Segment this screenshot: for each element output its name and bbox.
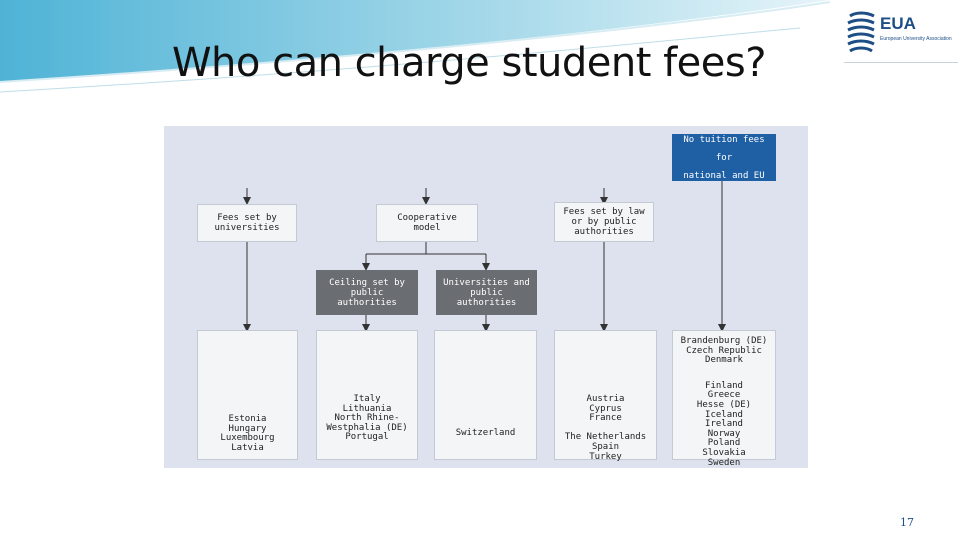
country-name: Slovakia	[702, 447, 746, 458]
country-name: Portugal	[345, 432, 389, 443]
cooperative-model-box: Cooperative model	[376, 204, 478, 242]
country-name: Iceland	[705, 409, 743, 420]
logo-divider	[844, 62, 958, 63]
country-name: Latvia	[231, 442, 264, 453]
column-joint-countries: Switzerland	[434, 330, 537, 460]
slide-title: Who can charge student fees?	[172, 40, 766, 86]
diagram-connectors	[243, 181, 726, 332]
country-name: Westphalia (DE)	[326, 422, 408, 433]
logo-subtitle: European University Association	[880, 36, 952, 42]
country-name: Brandenburg (DE)	[680, 336, 768, 346]
fees-set-by-universities-label: Fees set by universities	[214, 213, 280, 233]
country-name: Cyprus	[589, 403, 622, 414]
header-swoosh	[0, 0, 831, 93]
country-name: Finland	[705, 380, 743, 391]
country-name: North Rhine-	[334, 413, 400, 424]
country-name: Sweden	[707, 457, 741, 468]
country-name: Greece	[707, 390, 741, 401]
country-name: Estonia	[228, 414, 267, 424]
universities-and-authorities-label: Universities and public authorities	[443, 277, 530, 308]
eua-emblem-icon	[847, 11, 875, 53]
country-name: Hungary	[228, 423, 267, 434]
country-name: Lithuania	[342, 403, 392, 414]
country-name: Austria	[586, 394, 625, 404]
country-name: Turkey	[589, 451, 622, 462]
country-name: Hesse (DE)	[696, 399, 752, 410]
country-name: Poland	[707, 438, 741, 449]
country-name: France	[589, 413, 622, 424]
country-name: Denmark	[705, 355, 743, 366]
no-tuition-line2: national and EU	[683, 170, 765, 181]
eua-logo: EUA European University Association	[842, 6, 960, 66]
logo-name: EUA	[880, 14, 916, 33]
country-name: Norway	[707, 428, 741, 439]
ceiling-by-authorities-box: Ceiling set by public authorities	[316, 270, 418, 315]
cooperative-model-label: Cooperative model	[397, 213, 457, 233]
country-name: Czech Republic	[686, 345, 762, 356]
fees-set-by-universities-box: Fees set by universities	[197, 204, 297, 242]
country-name: Switzerland	[455, 428, 516, 438]
fees-set-by-law-box: Fees set by law or by public authorities	[554, 202, 654, 242]
country-name: The Netherlands	[564, 432, 647, 443]
no-tuition-line1: No tuition fees for	[683, 134, 765, 163]
universities-and-authorities-box: Universities and public authorities	[436, 270, 537, 315]
country-name: Ireland	[705, 419, 743, 430]
country-name: Luxembourg	[220, 433, 275, 444]
country-name: Italy	[353, 394, 381, 404]
fees-diagram: No tuition fees for national and EU Fees…	[164, 126, 808, 468]
no-tuition-fees-box: No tuition fees for national and EU	[672, 134, 776, 181]
ceiling-by-authorities-label: Ceiling set by public authorities	[329, 277, 405, 308]
fees-set-by-law-label: Fees set by law or by public authorities	[563, 207, 645, 237]
country-name: Spain	[591, 441, 620, 452]
page-number: 17	[900, 516, 914, 529]
